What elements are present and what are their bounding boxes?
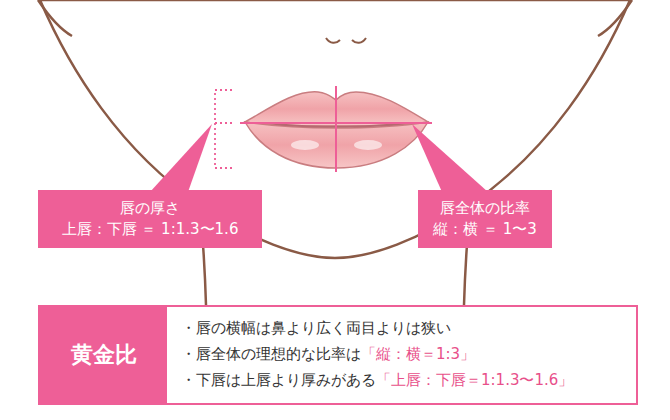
callout-tail (412, 124, 488, 192)
thickness-bracket (215, 90, 232, 168)
callout-box: 唇の厚さ上唇：下唇 ＝ 1:1.3〜1.6 (38, 190, 262, 248)
ear (38, 0, 72, 36)
heading: 黄金比 (71, 340, 137, 370)
highlight-text: 「上唇：下唇＝1:1.3〜1.6」 (376, 371, 573, 389)
callout-box: 唇全体の比率縦：横 ＝ 1〜3 (418, 190, 552, 248)
callout-text: 縦：横 ＝ 1〜3 (432, 219, 538, 240)
nostril (326, 38, 340, 43)
bullet-text: ・下唇は上唇より厚みがある (181, 371, 376, 389)
lip-highlight (354, 140, 382, 150)
callout-text: 唇全体の比率 (432, 198, 538, 219)
vertical-guide (335, 86, 337, 172)
callout-tail (150, 124, 212, 192)
bullet-point: ・唇全体の理想的な比率は「縦：横＝1:3」 (181, 345, 475, 364)
ear (598, 0, 632, 36)
bullet-point: ・唇の横幅は鼻より広く両目よりは狭い (181, 319, 451, 338)
callout-text: 上唇：下唇 ＝ 1:1.3〜1.6 (52, 219, 248, 240)
nostril (352, 38, 366, 43)
golden-ratio-panel: 黄金比・唇の横幅は鼻より広く両目よりは狭い・唇全体の理想的な比率は「縦：横＝1:… (38, 305, 638, 405)
horizontal-guide (240, 122, 432, 124)
bullet-point: ・下唇は上唇より厚みがある「上唇：下唇＝1:1.3〜1.6」 (181, 371, 573, 390)
callout-text: 唇の厚さ (52, 198, 248, 219)
lip-highlight (291, 140, 319, 150)
golden-ratio-label: 黄金比 (40, 307, 167, 403)
bullet-text: ・唇全体の理想的な比率は (181, 345, 361, 363)
highlight-text: 「縦：横＝1:3」 (361, 345, 475, 363)
